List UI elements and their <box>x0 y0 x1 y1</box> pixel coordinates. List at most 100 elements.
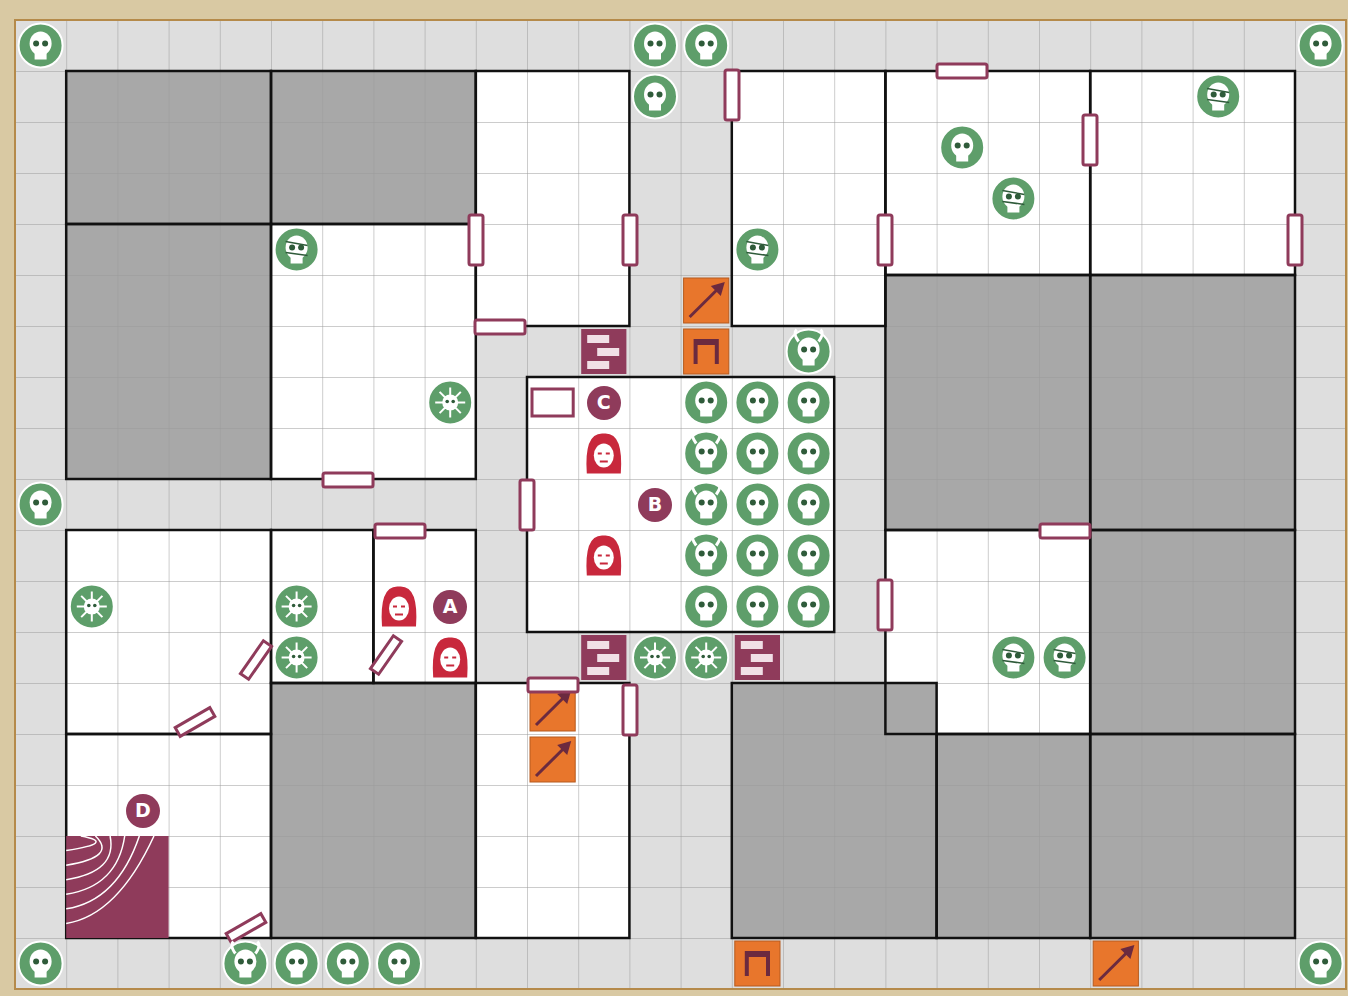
door <box>623 685 637 735</box>
monster-token <box>940 126 984 170</box>
spear-head <box>711 282 725 296</box>
room-wall <box>527 377 834 632</box>
hero-figure <box>586 535 621 575</box>
monster-token <box>275 942 319 986</box>
callout-letter: B <box>638 488 672 522</box>
spear-head <box>557 741 571 755</box>
rubble-stone <box>741 667 763 675</box>
room-wall <box>476 71 630 326</box>
stair-step <box>66 836 125 894</box>
stair-step <box>66 836 111 880</box>
monster-token <box>787 534 831 578</box>
monster-token <box>991 636 1035 680</box>
callout-text: A <box>443 597 458 616</box>
monster-token <box>1299 942 1343 986</box>
room-wall <box>1090 275 1295 530</box>
trap-tile <box>684 329 729 374</box>
room-wall <box>271 224 476 479</box>
monster-token <box>735 432 779 476</box>
callout-text: D <box>135 801 151 820</box>
stair-step <box>66 836 154 923</box>
rubble-stone <box>587 641 609 649</box>
stair-step <box>66 836 102 865</box>
monster-token <box>735 381 779 425</box>
monster-token <box>19 942 63 986</box>
room-wall <box>271 71 476 224</box>
monster-token <box>19 483 63 527</box>
callout-letter: A <box>433 590 467 624</box>
monster-token <box>787 330 831 374</box>
pit-trap <box>745 951 770 976</box>
monster-token <box>787 585 831 629</box>
stairs <box>66 836 168 938</box>
monster-token <box>275 585 319 629</box>
door <box>1288 215 1302 265</box>
bookcase <box>532 389 573 416</box>
rubble-stone <box>587 361 609 369</box>
door <box>1040 524 1090 538</box>
trap-tile <box>684 278 729 323</box>
rubble-stone <box>751 654 773 662</box>
room-wall <box>1090 734 1295 938</box>
monster-token <box>1299 24 1343 68</box>
monster-token <box>275 228 319 272</box>
door <box>937 64 987 78</box>
room-wall <box>476 683 630 938</box>
hero-figure <box>382 586 417 626</box>
monster-token <box>70 585 114 629</box>
callout-letter: D <box>126 794 160 828</box>
monster-token <box>735 534 779 578</box>
rubble-stone <box>587 335 609 343</box>
spear-trap <box>536 696 565 725</box>
pit-inner <box>698 345 715 364</box>
trap-tile <box>530 737 575 782</box>
monster-token <box>633 636 677 680</box>
monster-token <box>19 24 63 68</box>
spear-head <box>1120 945 1134 959</box>
monster-token <box>787 483 831 527</box>
room-wall <box>732 683 937 938</box>
monster-token <box>1196 75 1240 119</box>
stair-step <box>66 836 139 909</box>
monster-token <box>787 432 831 476</box>
door <box>323 473 373 487</box>
room-wall <box>885 275 1090 530</box>
spear-trap <box>690 288 719 317</box>
callout-letter: C <box>587 386 621 420</box>
spear-trap <box>1099 951 1128 980</box>
monster-token <box>377 942 421 986</box>
room-wall <box>66 224 271 479</box>
monster-token <box>633 24 677 68</box>
monster-token <box>787 381 831 425</box>
door <box>725 70 739 120</box>
rubble-block <box>581 635 626 680</box>
monster-token <box>991 177 1035 221</box>
door <box>623 215 637 265</box>
room-wall <box>1090 530 1295 734</box>
monster-token <box>684 24 728 68</box>
monster-token <box>684 432 728 476</box>
room-wall <box>885 530 1090 734</box>
hero-figure <box>586 433 621 473</box>
rubble-stone <box>587 667 609 675</box>
pit-trap <box>694 339 719 364</box>
stair-step <box>66 836 96 851</box>
room-wall <box>1090 71 1295 275</box>
monster-token <box>684 636 728 680</box>
rubble-stone <box>597 654 619 662</box>
room-wall <box>66 734 271 938</box>
monster-token <box>428 381 472 425</box>
door <box>1083 115 1097 165</box>
spear-trap <box>536 747 565 776</box>
room-wall <box>937 734 1091 938</box>
door <box>375 524 425 538</box>
board-edge <box>15 20 1346 989</box>
trap-tile <box>735 941 780 986</box>
open-door <box>370 636 401 675</box>
rubble-stone <box>741 641 763 649</box>
door <box>878 215 892 265</box>
hero-figure <box>433 637 468 677</box>
monster-token <box>684 534 728 578</box>
